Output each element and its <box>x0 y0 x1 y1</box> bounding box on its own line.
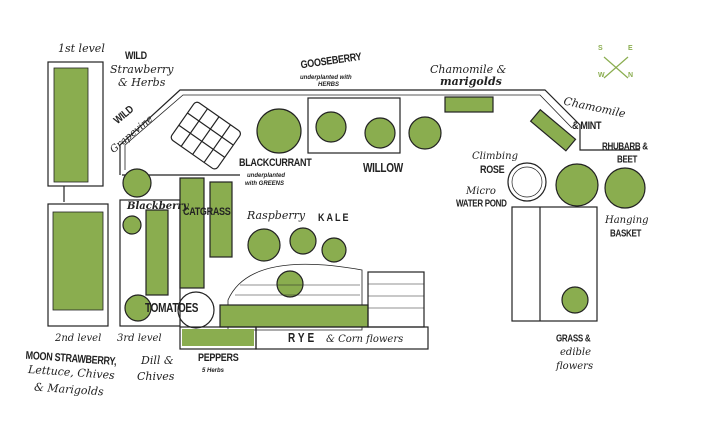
willow-label: WILLOW <box>363 161 403 176</box>
blackberry-bed <box>145 209 169 296</box>
blackcurrant-sub1: underplanted <box>247 173 286 179</box>
raspberry-shrub <box>247 228 281 262</box>
compass-w: W <box>598 72 605 79</box>
rye-bed <box>219 304 369 328</box>
strawberry-bed <box>53 67 89 183</box>
compass-line-2 <box>603 56 629 79</box>
grapevine-trellis <box>170 101 241 170</box>
five-herbs-label: 5 Herbs <box>202 368 225 374</box>
rose-label: ROSE <box>480 162 505 176</box>
climbing-label: Climbing <box>472 151 518 162</box>
corn-flowers-bed <box>255 326 429 350</box>
rye-label: RYE <box>288 331 318 346</box>
catgrass-label: CATGRASS <box>183 204 231 218</box>
bench <box>367 271 425 328</box>
moon-strawberry-bed <box>52 211 104 311</box>
wild-label: WILD <box>125 48 147 62</box>
water-pond-label: WATER POND <box>456 197 507 209</box>
corn-flowers-label: & Corn flowers <box>326 334 404 345</box>
dill-label: Dill & <box>141 354 174 367</box>
basket-label: BASKET <box>610 227 642 239</box>
compass-n: N <box>628 72 634 79</box>
hanging-label: Hanging <box>605 215 649 226</box>
cat-bed <box>209 181 233 258</box>
tomatoes-label: TOMATOES <box>145 301 199 316</box>
compass-s: S <box>598 45 603 52</box>
rhubarb-beet-planter <box>555 163 599 207</box>
chives-label: Chives <box>137 370 175 383</box>
peppers-label: PEPPERS <box>198 350 239 364</box>
micro-water-pond <box>507 162 547 202</box>
kale-label: KALE <box>318 210 351 224</box>
marigolds-label: marigolds <box>440 75 502 88</box>
second-level-planter <box>47 203 109 327</box>
blackcurrant-sub2: with GREENS <box>245 181 285 187</box>
micro-label: Micro <box>466 186 496 197</box>
mint-label: & MINT <box>572 118 602 132</box>
beet-label: BEET <box>617 153 638 165</box>
willow-pot <box>408 116 442 150</box>
first-level-planter <box>47 61 104 187</box>
flowers-label: flowers <box>556 361 594 372</box>
gooseberry-sub1: underplanted with <box>300 75 352 81</box>
second-level-label: 2nd level <box>55 333 102 344</box>
catgrass-bed <box>179 177 205 289</box>
garden-boundary <box>119 89 640 175</box>
dill-chives-pot <box>124 294 152 322</box>
first-level-label: 1st level <box>58 42 105 55</box>
blackberry-label: Blackberry <box>127 201 189 212</box>
gooseberry-sub2: HERBS <box>318 82 340 88</box>
chamomile-marigold-bed <box>444 96 494 113</box>
strawberry-label: Strawberry <box>110 63 174 76</box>
hanging-basket <box>604 167 646 209</box>
compass-e: E <box>628 45 633 52</box>
grass-label: GRASS & <box>556 332 591 344</box>
chamomile-mint-bed <box>529 108 577 152</box>
herbs-label: & Herbs <box>118 76 166 89</box>
third-level-label: 3rd level <box>117 333 162 344</box>
grapevine-pot <box>122 168 152 198</box>
raspberry-label: Raspberry <box>247 209 306 222</box>
gooseberry-bed <box>307 97 401 154</box>
blackcurrant-shrub <box>256 108 302 154</box>
edible-label: edible <box>560 347 592 358</box>
grass-bed-frame <box>511 206 598 322</box>
kale-plant <box>321 237 347 263</box>
rhubarb-label: RHUBARB & <box>602 140 648 152</box>
tomatoes-pot <box>177 291 215 329</box>
chamomile-marigolds-label: Chamomile & <box>430 63 507 76</box>
blackcurrant-label: BLACKCURRANT <box>239 155 312 169</box>
